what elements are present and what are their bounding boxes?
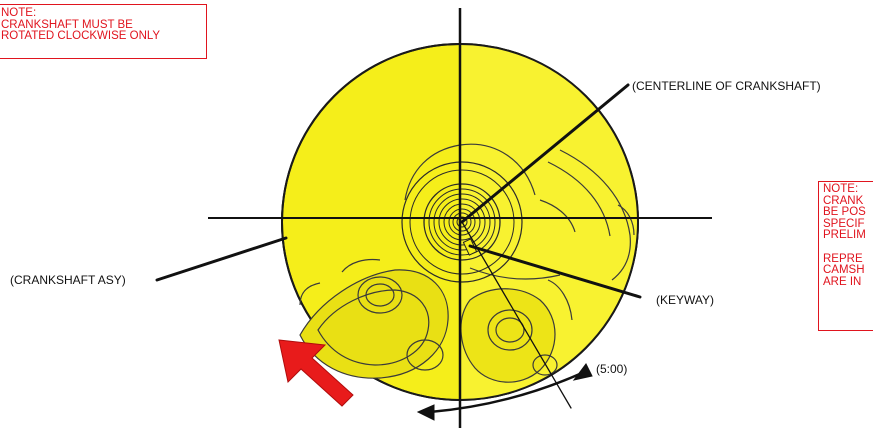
rotation-note-line-1: NOTE: [1, 7, 37, 19]
crankshaft-hub [401, 161, 523, 283]
crankshaft-details [299, 143, 635, 383]
rotation-note-line-3: ROTATED CLOCKWISE ONLY [1, 30, 161, 42]
position-note-line-3: BE POS [823, 206, 866, 218]
keyway-leader [468, 244, 642, 299]
leader-lines [155, 83, 642, 409]
position-note-line-7: REPRE [823, 252, 863, 265]
position-note-line-8: CAMSH [823, 264, 865, 276]
rotation-note: NOTE: CRANKSHAFT MUST BE ROTATED CLOCKWI… [0, 4, 207, 59]
rotation-note-line-2: CRANKSHAFT MUST BE [1, 18, 133, 31]
centerline-label: (CENTERLINE OF CRANKSHAFT) [632, 79, 821, 93]
position-note-line-5: PRELIM [823, 229, 866, 241]
centerlines [208, 8, 712, 428]
clock-position-label: (5:00) [596, 362, 628, 376]
arrow-up-left-icon [278, 339, 354, 407]
position-note-line-9: ARE IN [823, 275, 862, 288]
crankshaft-asy-label: (CRANKSHAFT ASY) [10, 273, 126, 287]
keyway-label: (KEYWAY) [656, 293, 715, 307]
clock-position-line [461, 221, 572, 409]
position-note-line-1: NOTE: [823, 183, 859, 195]
crankshaft-asy-leader [155, 236, 288, 282]
position-note-line-4: SPECIF [823, 217, 865, 230]
centerline-leader [460, 83, 630, 224]
position-note-gap [823, 242, 873, 254]
curved-double-arrow-icon [416, 363, 593, 421]
position-note-line-2: CRANK [823, 194, 864, 207]
position-note: NOTE: CRANK BE POS SPECIF PRELIM REPRE C… [818, 181, 873, 331]
